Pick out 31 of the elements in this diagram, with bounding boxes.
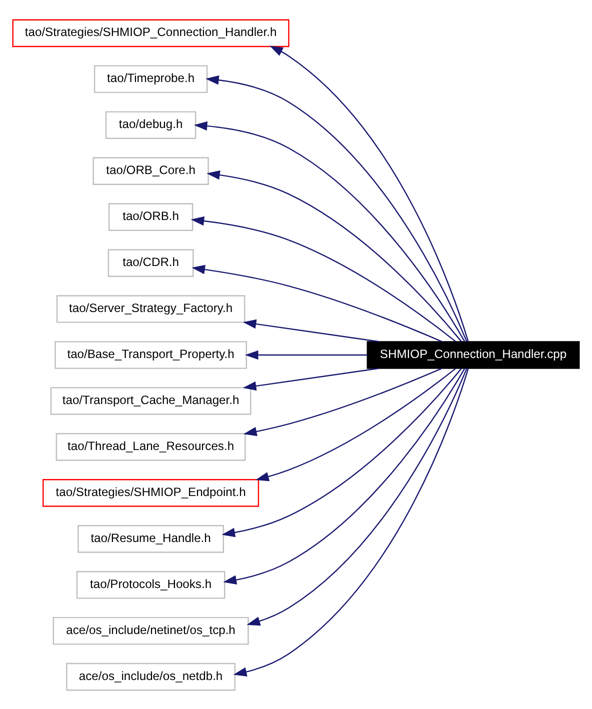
node-box: tao/CDR.h [108, 248, 194, 276]
arrow [256, 368, 456, 481]
arrow [223, 368, 466, 584]
arrow [242, 367, 380, 390]
node-box: tao/Base_Transport_Property.h [54, 340, 247, 368]
node-box: tao/Strategies/SHMIOP_Connection_Handler.h [12, 18, 290, 47]
node-box: tao/Transport_Cache_Manager.h [50, 386, 252, 414]
arrow [190, 216, 456, 342]
node-box: tao/Timeprobe.h [94, 64, 208, 93]
arrow [194, 120, 466, 342]
arrow [246, 368, 468, 626]
arrow [206, 170, 462, 342]
node-box: tao/Protocols_Hooks.h [76, 570, 226, 598]
node-box: tao/Resume_Handle.h [78, 524, 224, 552]
node-box: ace/os_include/netinet/os_tcp.h [52, 616, 249, 644]
node-box: SHMIOP_Connection_Handler.cpp [366, 340, 580, 368]
arrow [192, 264, 442, 342]
arrow [206, 74, 468, 342]
node-box: tao/Strategies/SHMIOP_Endpoint.h [42, 478, 260, 506]
arrow [233, 368, 469, 676]
node-box: tao/ORB_Core.h [92, 156, 209, 184]
arrow [242, 318, 380, 342]
node-box: tao/debug.h [105, 110, 196, 139]
arrow [222, 368, 462, 537]
node-box: tao/Thread_Lane_Resources.h [56, 432, 246, 460]
arrow [243, 367, 442, 436]
arrow [270, 45, 469, 342]
node-box: tao/ORB.h [108, 202, 194, 230]
node-box: ace/os_include/os_netdb.h [66, 662, 236, 690]
arrow [244, 350, 368, 360]
node-box: tao/Server_Strategy_Factory.h [56, 294, 246, 322]
